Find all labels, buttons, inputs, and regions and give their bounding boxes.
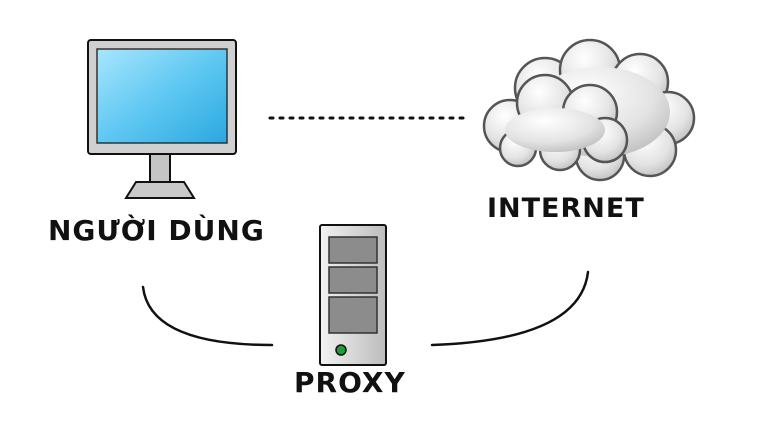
power-led-icon [335,344,347,356]
cloud-icon [482,38,696,182]
user-proxy-link-line [141,285,274,347]
user-label: NGƯỜI DÙNG [48,214,265,247]
proxy-internet-link-line [430,270,590,347]
server-tower-icon [319,224,387,366]
computer-monitor-icon [87,39,237,199]
internet-label: INTERNET [487,193,645,224]
proxy-label: PROXY [294,366,406,399]
